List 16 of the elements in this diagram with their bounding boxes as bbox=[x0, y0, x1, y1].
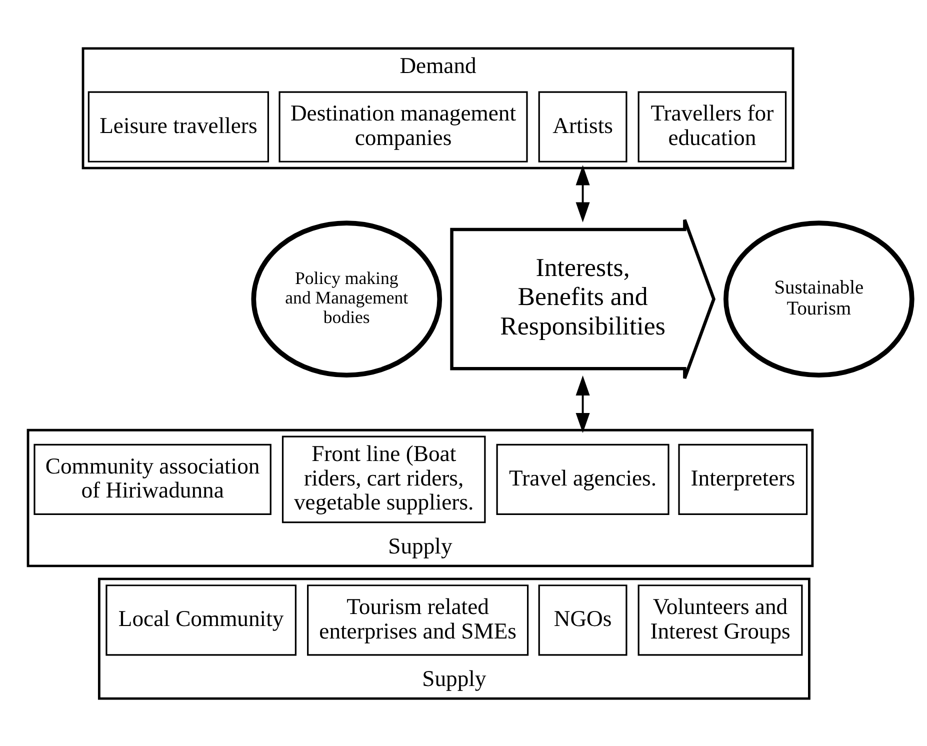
node-box: NGOs bbox=[538, 584, 628, 656]
node-box: Artists bbox=[538, 90, 628, 162]
arrow bbox=[576, 374, 590, 433]
node-box: Local Community bbox=[106, 584, 296, 656]
node-ellipse: Policy making and Management bodies bbox=[251, 220, 442, 378]
node-box: Volunteers and Interest Groups bbox=[638, 584, 803, 656]
node-box: Leisure travellers bbox=[88, 90, 269, 162]
arrow bbox=[576, 164, 590, 222]
node-box: Interpreters bbox=[678, 443, 808, 515]
node-box: Destination management companies bbox=[278, 90, 528, 162]
node-ellipse: Sustainable Tourism bbox=[724, 220, 914, 378]
node-box: Travel agencies. bbox=[496, 443, 670, 515]
node-box: Front line (Boat riders, cart riders, vegetable suppliers. bbox=[282, 435, 486, 523]
node-box: Travellers for education bbox=[638, 90, 787, 162]
node-box: Tourism related enterprises and SMEs bbox=[307, 584, 529, 656]
node-box: Community association of Hiriwadunna bbox=[34, 443, 272, 515]
